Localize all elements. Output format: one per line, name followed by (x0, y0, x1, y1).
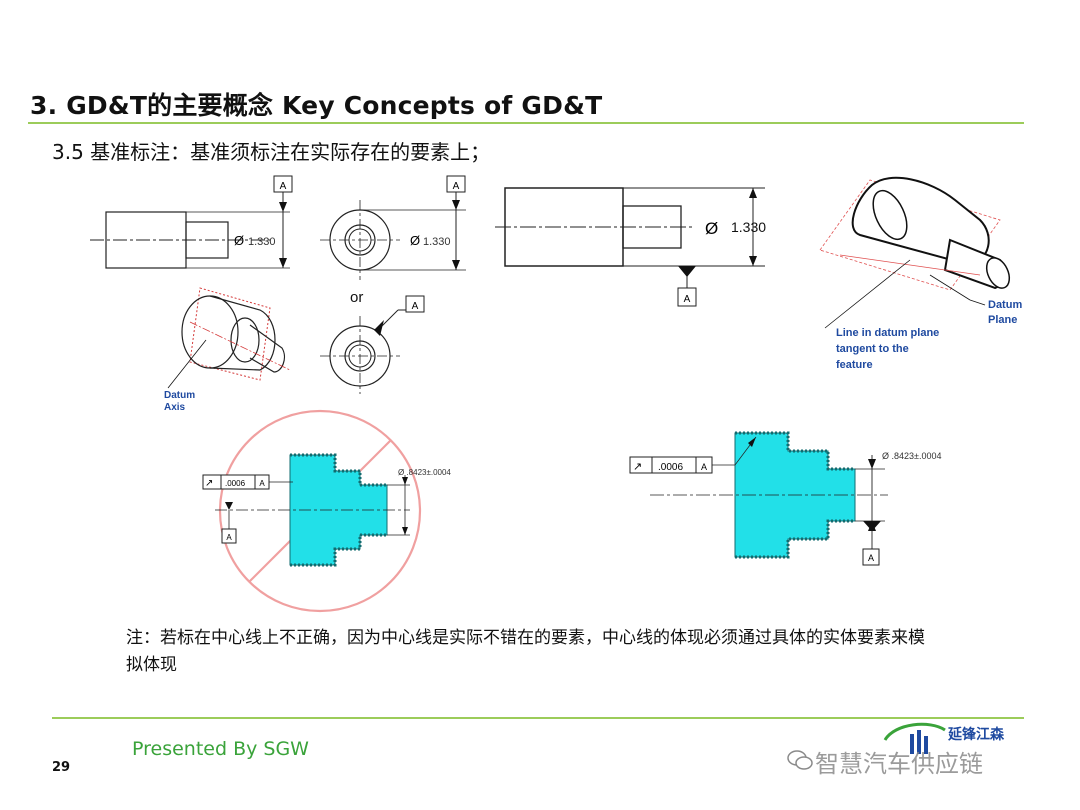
wechat-icon (787, 750, 813, 770)
tolerance-value: .0006 (658, 462, 683, 473)
diameter-symbol: Ø (705, 219, 718, 238)
slide-title: 3. GD&T的主要概念 Key Concepts of GD&T (30, 91, 603, 120)
title-divider (28, 122, 1024, 124)
incorrect-datum-figure: Ø .8423±.0004 ↗ .0006 A A (202, 409, 451, 613)
datum-label: A (280, 181, 287, 192)
datum-label: A (684, 294, 691, 305)
cylinder-side-view-figure: A Ø 1.330 (90, 175, 293, 269)
datum-axis-label-line1: Datum (164, 390, 195, 401)
slide-subtitle: 3.5 基准标注：基准须标注在实际存在的要素上； (52, 140, 491, 164)
datum-label: A (259, 479, 265, 488)
watermark-text: 智慧汽车供应链 (815, 750, 983, 778)
diameter-value: 1.330 (248, 236, 276, 248)
datum-label: A (701, 462, 707, 472)
diameter-symbol: Ø (234, 233, 244, 248)
datum-label: A (226, 533, 232, 542)
large-cylinder-figure: Ø 1.330 A (495, 187, 766, 307)
line-label-line3: feature (836, 359, 873, 371)
end-view-alt-figure: or A (320, 289, 425, 394)
company-logo-icon (883, 722, 946, 754)
datum-plane-isometric-figure: Datum Plane Line in datum plane tangent … (819, 176, 1022, 371)
company-logo-text: 延锋江森 (948, 727, 1004, 743)
datum-plane-label-line2: Plane (988, 314, 1017, 326)
diameter-value: 1.330 (423, 236, 451, 248)
datum-label: A (412, 301, 419, 312)
page-number: 29 (52, 760, 71, 775)
tolerance-value: .0006 (225, 479, 246, 488)
runout-arrow-icon: ↗ (633, 461, 642, 473)
shaft-diameter-dim: Ø .8423±.0004 (398, 468, 451, 477)
datum-label: A (868, 553, 874, 563)
datum-axis-isometric-figure: Datum Axis (164, 287, 291, 413)
correct-datum-figure: A Ø .8423±.0004 ↗ .0006 A (629, 431, 941, 566)
line-label-line2: tangent to the (836, 343, 909, 355)
diameter-symbol: Ø (410, 233, 420, 248)
shaft-diameter-dim: Ø .8423±.0004 (882, 451, 941, 461)
diameter-value-large: 1.330 (731, 219, 766, 235)
presented-by: Presented By SGW (132, 738, 309, 760)
or-label: or (350, 289, 363, 306)
prohibit-circle (218, 409, 422, 613)
runout-arrow-icon: ↗ (205, 478, 213, 489)
end-view-figure: A Ø 1.330 (320, 175, 466, 280)
line-label-line1: Line in datum plane (836, 327, 939, 339)
footer-divider (52, 717, 1024, 719)
note-text: 注：若标在中心线上不正确，因为中心线是实际不错在的要素，中心线的体现必须通过具体… (126, 628, 925, 675)
datum-axis-label-line2: Axis (164, 402, 186, 413)
datum-plane-label-line1: Datum (988, 299, 1022, 311)
datum-label: A (453, 181, 460, 192)
